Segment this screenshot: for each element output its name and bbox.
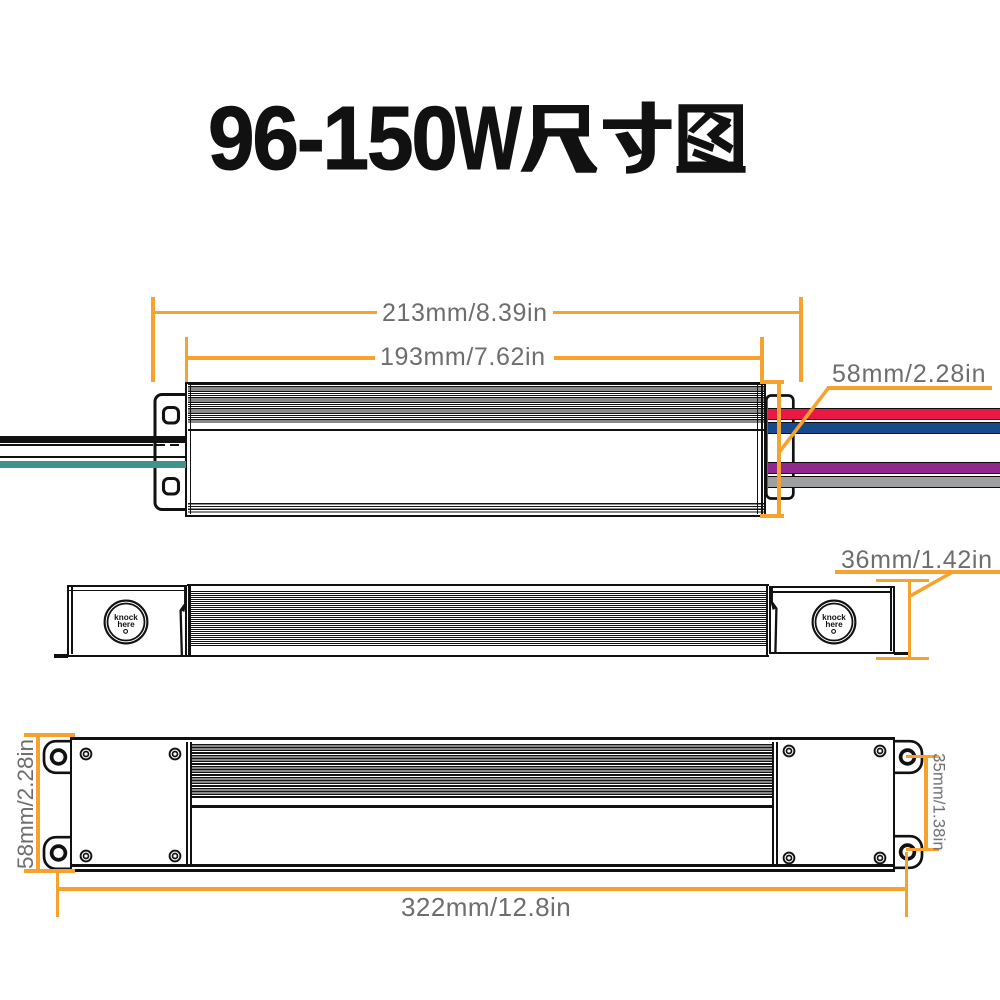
svg-text:knock: knock xyxy=(114,613,138,622)
svg-text:here: here xyxy=(117,620,135,629)
svg-text:knock: knock xyxy=(822,613,846,622)
svg-text:here: here xyxy=(825,620,843,629)
